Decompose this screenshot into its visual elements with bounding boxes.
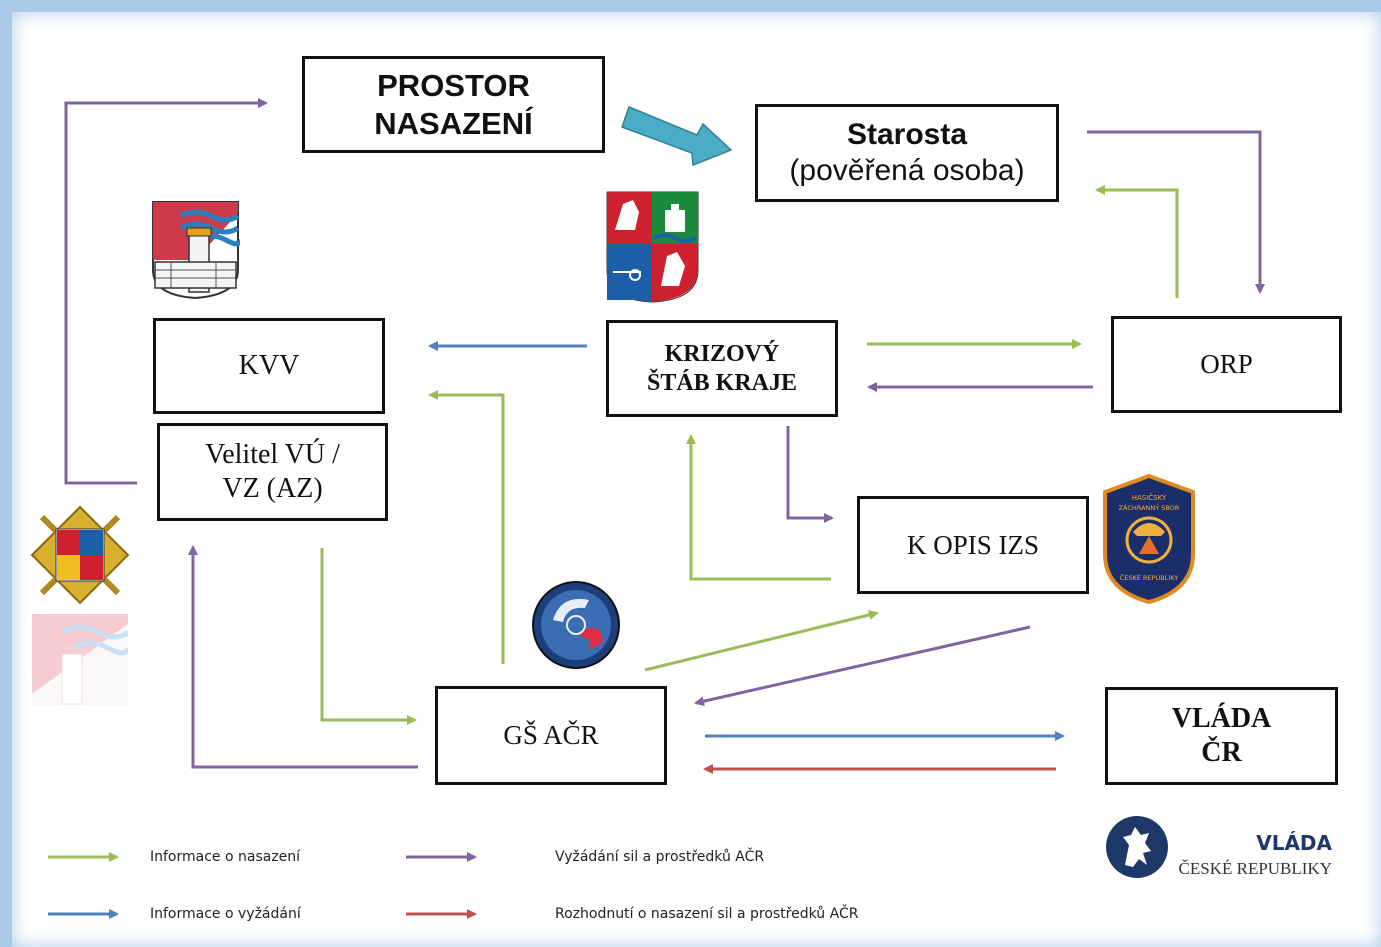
arrow-gs-to-velitel [188,545,418,769]
arrow-gs-to-kvv [428,390,505,664]
region-coat-of-arms-icon [152,201,240,300]
box-velitel-label: Velitel VÚ / VZ (AZ) [205,439,340,504]
box-krizovy-stab: KRIZOVÝ ŠTÁB KRAJE [606,320,838,417]
faded-coat-of-arms-icon [32,614,128,706]
box-prostor-nasazeni: PROSTOR NASAZENÍ [302,56,605,153]
arrow-velitel-to-prostor [64,98,268,485]
box-vlada-cr: VLÁDA ČR [1105,687,1338,785]
arrow-gs-to-kopis [644,610,879,672]
box-starosta-title: Starosta [846,118,968,151]
box-velitel: Velitel VÚ / VZ (AZ) [157,423,388,521]
box-kvv-label: KVV [238,350,300,382]
box-kvv: KVV [153,318,385,414]
box-vlada-label: VLÁDA ČR [1171,703,1272,768]
liberec-region-coat-of-arms-icon [606,191,699,303]
legend-blue-label: Informace o vyžádání [150,906,301,922]
box-gs-acr: GŠ AČR [435,686,667,785]
box-kopis: K OPIS IZS [857,496,1089,594]
fire-badge-text-3: ČESKÉ REPUBLIKY [1120,573,1179,582]
government-logo-title: VLÁDA [1256,831,1332,855]
government-lion-logo-icon [1106,816,1168,878]
arrow-kopis-to-gs [694,625,1031,707]
box-prostor-label: PROSTOR NASAZENÍ [374,68,533,141]
legend-red-label: Rozhodnutí o nasazení sil a prostředků A… [555,906,859,922]
government-logo-subtitle: ČESKÉ REPUBLIKY [1178,859,1332,878]
legend-purple-label: Vyžádání sil a prostředků AČR [555,849,765,865]
arrow-orp-to-starosta [1095,185,1179,298]
box-starosta: Starosta (pověřená osoba) [755,104,1059,202]
box-orp-label: ORP [1200,349,1253,380]
general-staff-badge-icon [532,581,620,669]
arrow-kopis-to-krizovy [686,434,831,581]
arrow-starosta-to-orp [1087,130,1265,294]
arrow-velitel-to-gs [320,548,417,725]
arrow-krizovy-to-kopis [786,426,834,523]
legend-green-label: Informace o nasazení [150,849,301,865]
box-orp: ORP [1111,316,1342,413]
box-kopis-label: K OPIS IZS [906,529,1040,560]
fire-rescue-badge-icon: HASIČSKÝ ZÁCHRANNÝ SBOR ČESKÉ REPUBLIKY [1103,474,1195,604]
army-emblem-icon [30,505,130,605]
box-gs-label: GŠ AČR [503,720,599,751]
fire-badge-text-2: ZÁCHRANNÝ SBOR [1119,503,1180,512]
arrow-prostor-to-starosta [621,106,733,167]
box-starosta-sub: (pověřená osoba) [789,154,1025,187]
box-krizovy-label: KRIZOVÝ ŠTÁB KRAJE [646,340,798,396]
fire-badge-text-1: HASIČSKÝ [1132,493,1167,502]
